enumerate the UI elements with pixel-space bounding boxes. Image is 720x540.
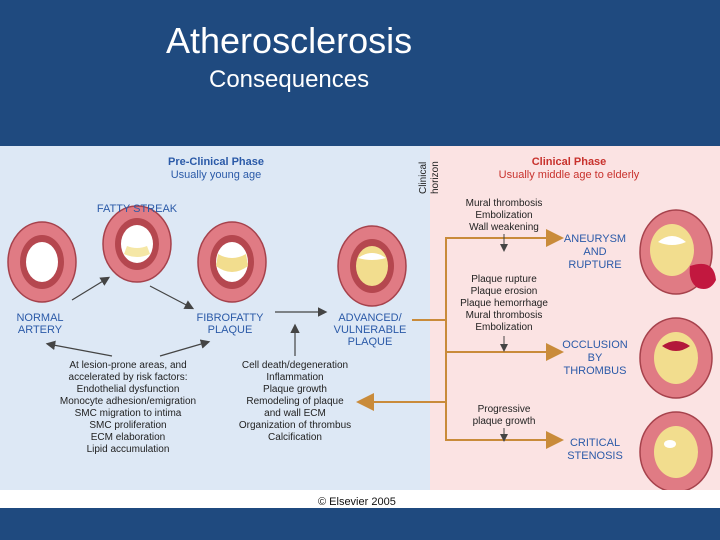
advanced-plaque-illustration xyxy=(337,225,407,307)
occlusion-label: OCCLUSION BY THROMBUS xyxy=(562,339,627,377)
aneurysm-label: ANEURYSM AND RUPTURE xyxy=(564,233,626,271)
svg-text:OCCLUSION: OCCLUSION xyxy=(562,339,627,351)
clinical-branch-arrows xyxy=(356,229,564,449)
svg-text:RUPTURE: RUPTURE xyxy=(568,259,621,271)
advanced-label-1: ADVANCED/ xyxy=(338,312,402,324)
fibrofatty-label-1: FIBROFATTY xyxy=(196,312,264,324)
clinical-heading: Clinical Phase xyxy=(532,156,607,168)
svg-text:accelerated by risk factors:: accelerated by risk factors: xyxy=(69,372,188,383)
copyright-text: © Elsevier 2005 xyxy=(318,496,396,508)
svg-text:Plaque rupture: Plaque rupture xyxy=(471,274,537,285)
svg-text:Inflammation: Inflammation xyxy=(266,372,323,383)
arrow-risk-to-fibrofatty xyxy=(159,339,211,357)
advanced-label-2: VULNERABLE xyxy=(334,324,407,336)
svg-text:BY: BY xyxy=(588,352,603,364)
aneurysm-illustration xyxy=(639,209,716,295)
svg-text:THROMBUS: THROMBUS xyxy=(564,365,627,377)
arrow-risk-to-normal xyxy=(45,340,113,357)
fibrofatty-label-2: PLAQUE xyxy=(208,324,253,336)
svg-text:Cell death/degeneration: Cell death/degeneration xyxy=(242,360,348,371)
svg-text:Progressive: Progressive xyxy=(478,404,531,415)
svg-text:plaque growth: plaque growth xyxy=(473,416,536,427)
svg-text:Calcification: Calcification xyxy=(268,432,322,443)
svg-text:Monocyte adhesion/emigration: Monocyte adhesion/emigration xyxy=(60,396,196,407)
clinical-horizon-label-2: horizon xyxy=(430,161,441,194)
svg-text:SMC migration to intima: SMC migration to intima xyxy=(75,408,182,419)
svg-text:At lesion-prone areas, and: At lesion-prone areas, and xyxy=(69,360,186,371)
risk-factors-list: At lesion-prone areas, and accelerated b… xyxy=(60,360,196,455)
clinical-horizon-label-1: Clinical xyxy=(418,162,429,194)
normal-artery-illustration xyxy=(7,221,77,303)
svg-text:Mural thrombosis: Mural thrombosis xyxy=(466,198,543,209)
copyright-strip xyxy=(0,490,720,508)
svg-text:Embolization: Embolization xyxy=(475,322,532,333)
stenosis-label: CRITICAL STENOSIS xyxy=(567,437,623,462)
progression-list: Cell death/degeneration Inflammation Pla… xyxy=(239,360,351,443)
occlusion-causes: Plaque rupture Plaque erosion Plaque hem… xyxy=(460,274,548,333)
aneurysm-causes: Mural thrombosis Embolization Wall weake… xyxy=(466,198,543,233)
stenosis-illustration xyxy=(639,411,713,493)
svg-text:Organization of thrombus: Organization of thrombus xyxy=(239,420,351,431)
svg-text:Plaque erosion: Plaque erosion xyxy=(471,286,538,297)
arrow-fatty-to-fibrofatty xyxy=(149,285,195,310)
arrow-normal-to-fatty xyxy=(71,276,111,301)
arrow-to-aneurysm xyxy=(412,229,564,321)
svg-text:STENOSIS: STENOSIS xyxy=(567,450,623,462)
normal-artery-label-2: ARTERY xyxy=(18,324,63,336)
svg-text:CRITICAL: CRITICAL xyxy=(570,437,620,449)
svg-text:Lipid accumulation: Lipid accumulation xyxy=(87,444,170,455)
normal-artery-label-1: NORMAL xyxy=(16,312,63,324)
svg-text:ECM elaboration: ECM elaboration xyxy=(91,432,165,443)
svg-text:Remodeling of plaque: Remodeling of plaque xyxy=(246,396,344,407)
svg-text:Plaque hemorrhage: Plaque hemorrhage xyxy=(460,298,548,309)
arrow-to-stenosis xyxy=(445,352,564,449)
fatty-streak-label: FATTY STREAK xyxy=(97,203,178,215)
clinical-subheading: Usually middle age to elderly xyxy=(499,169,640,181)
svg-text:Endothelial dysfunction: Endothelial dysfunction xyxy=(77,384,180,395)
advanced-label-3: PLAQUE xyxy=(348,336,393,348)
svg-text:SMC proliferation: SMC proliferation xyxy=(89,420,166,431)
stenosis-causes: Progressive plaque growth xyxy=(473,404,536,427)
svg-text:ANEURYSM: ANEURYSM xyxy=(564,233,626,245)
preclinical-background xyxy=(0,146,430,508)
preclinical-subheading: Usually young age xyxy=(171,169,262,181)
svg-text:and wall ECM: and wall ECM xyxy=(264,408,326,419)
atherosclerosis-diagram: Pre-Clinical Phase Usually young age Cli… xyxy=(0,146,720,508)
preclinical-heading: Pre-Clinical Phase xyxy=(168,156,264,168)
slide-subtitle: Consequences xyxy=(209,66,370,93)
svg-text:AND: AND xyxy=(583,246,606,258)
svg-text:Mural thrombosis: Mural thrombosis xyxy=(466,310,543,321)
svg-text:Wall weakening: Wall weakening xyxy=(469,222,539,233)
svg-text:Plaque growth: Plaque growth xyxy=(263,384,327,395)
slide-title: Atherosclerosis xyxy=(166,20,413,61)
svg-text:Embolization: Embolization xyxy=(475,210,532,221)
occlusion-illustration xyxy=(639,317,713,399)
fatty-streak-illustration xyxy=(102,205,172,283)
fibrofatty-plaque-illustration xyxy=(197,221,267,303)
